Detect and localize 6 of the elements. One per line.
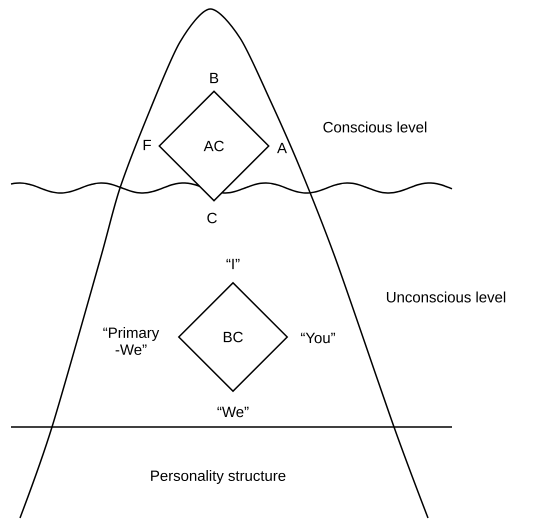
level-label: Conscious level <box>323 122 426 132</box>
corner-label: “We” <box>218 406 248 418</box>
level-label: Unconscious level <box>386 292 506 302</box>
corner-label: “You” <box>300 332 336 344</box>
corner-label: “Primary -We” <box>103 327 160 355</box>
structure-label: Personality structure <box>151 470 286 484</box>
